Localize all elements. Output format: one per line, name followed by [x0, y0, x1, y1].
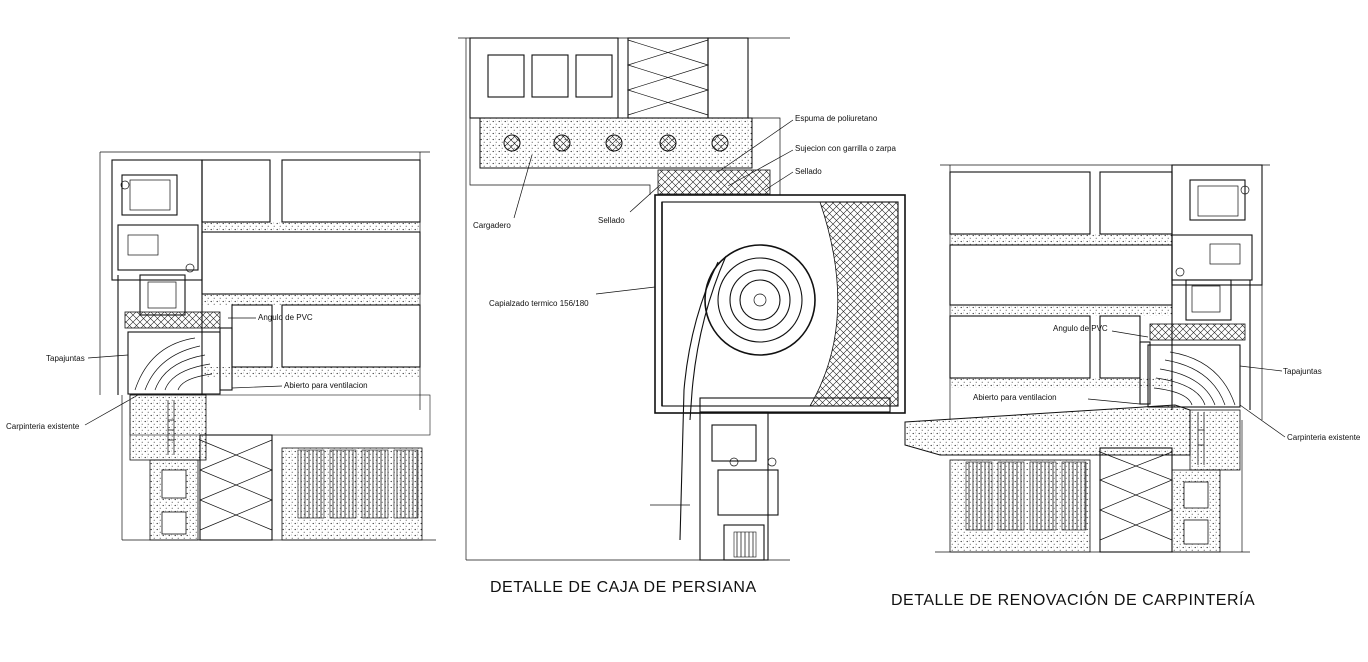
window-profile [111, 159, 221, 395]
right-vent-label: Abierto para ventilacion [973, 393, 1057, 402]
brick-wall [201, 159, 421, 377]
box-label: Capialzado termico 156/180 [489, 299, 589, 308]
right-trim-label: Tapajuntas [1283, 367, 1322, 376]
lower-window-profile [650, 411, 779, 561]
shutter-box [654, 194, 906, 541]
renovation-title: DETALLE DE RENOVACIÓN DE CARPINTERÍA [891, 590, 1255, 609]
left-existing-label: Carpinteria existente [6, 422, 80, 431]
left-trim-label: Tapajuntas [46, 354, 85, 363]
right-window-profile [1149, 164, 1263, 410]
right-existing-frame [1139, 341, 1241, 408]
right-brick-wall [949, 171, 1173, 388]
left-angle-label: Angulo de PVC [258, 313, 313, 322]
existing-frame [127, 327, 233, 395]
seal-label-2: Sellado [598, 216, 625, 225]
right-existing-label: Carpinteria existente [1287, 433, 1361, 442]
clamp-label: Sujecion con garrilla o zarpa [795, 144, 896, 153]
right-detail: Angulo de PVC Tapajuntas Abierto para ve… [891, 164, 1361, 609]
shutter-box-title: DETALLE DE CAJA DE PERSIANA [490, 579, 757, 596]
right-angle-label: Angulo de PVC [1053, 324, 1108, 333]
foam-label: Espuma de poliuretano [795, 114, 878, 123]
lintel-label: Cargadero [473, 221, 511, 230]
left-detail: Angulo de PVC Tapajuntas Abierto para ve… [6, 151, 436, 541]
seal-label-1: Sellado [795, 167, 822, 176]
center-detail: Espuma de poliuretano Sujecion con garri… [458, 37, 906, 596]
left-vent-label: Abierto para ventilacion [284, 381, 368, 390]
